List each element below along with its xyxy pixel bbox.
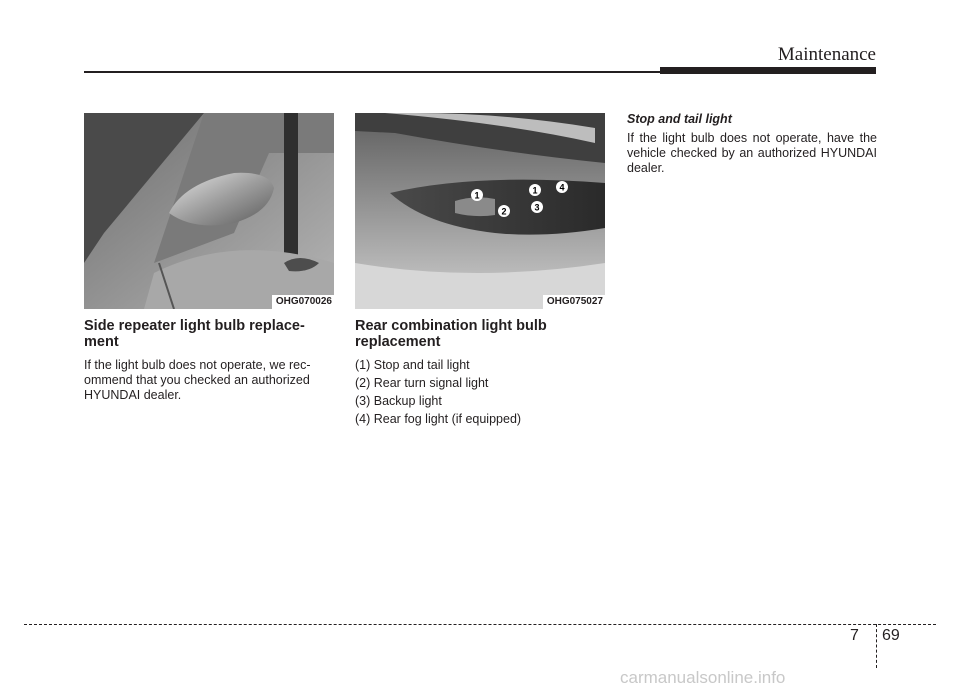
rear-lights-photo: 1 1 4 2 3 OHG075027	[355, 113, 605, 309]
callout-4: 4	[559, 183, 564, 193]
body-text: If the light bulb does not operate, have…	[627, 131, 877, 175]
side-mirror-photo: OHG070026	[84, 113, 334, 309]
body-text: If the light bulb does not operate, we r…	[84, 358, 311, 402]
header-rule-accent	[660, 67, 876, 74]
callout-2: 2	[501, 207, 506, 217]
chapter-number: 7	[850, 627, 859, 644]
image-code: OHG070026	[271, 295, 334, 309]
column-rear-combination: Rear combination light bulb replacement …	[355, 318, 605, 428]
list-item: (3) Backup light	[355, 394, 442, 408]
section-title: Maintenance	[777, 44, 876, 65]
column-stop-tail: Stop and tail light If the light bulb do…	[627, 112, 877, 176]
watermark: carmanualsonline.info	[620, 668, 786, 687]
footer-divider	[876, 624, 877, 668]
page-number: 69	[882, 627, 900, 644]
callout-1b: 1	[532, 186, 537, 196]
image-code: OHG075027	[542, 295, 605, 309]
header-rule	[84, 71, 660, 73]
list-item: (1) Stop and tail light	[355, 358, 470, 372]
heading: Side repeater light bulb replace-ment	[84, 318, 305, 350]
footer-rule	[24, 624, 936, 625]
list-item: (2) Rear turn signal light	[355, 376, 489, 390]
list-item: (4) Rear fog light (if equipped)	[355, 412, 522, 426]
heading: Rear combination light bulb replacement	[355, 318, 547, 350]
callout-3: 3	[534, 203, 539, 213]
column-side-repeater: Side repeater light bulb replace-ment If…	[84, 318, 334, 403]
callout-1: 1	[474, 191, 479, 201]
subheading: Stop and tail light	[627, 112, 732, 126]
